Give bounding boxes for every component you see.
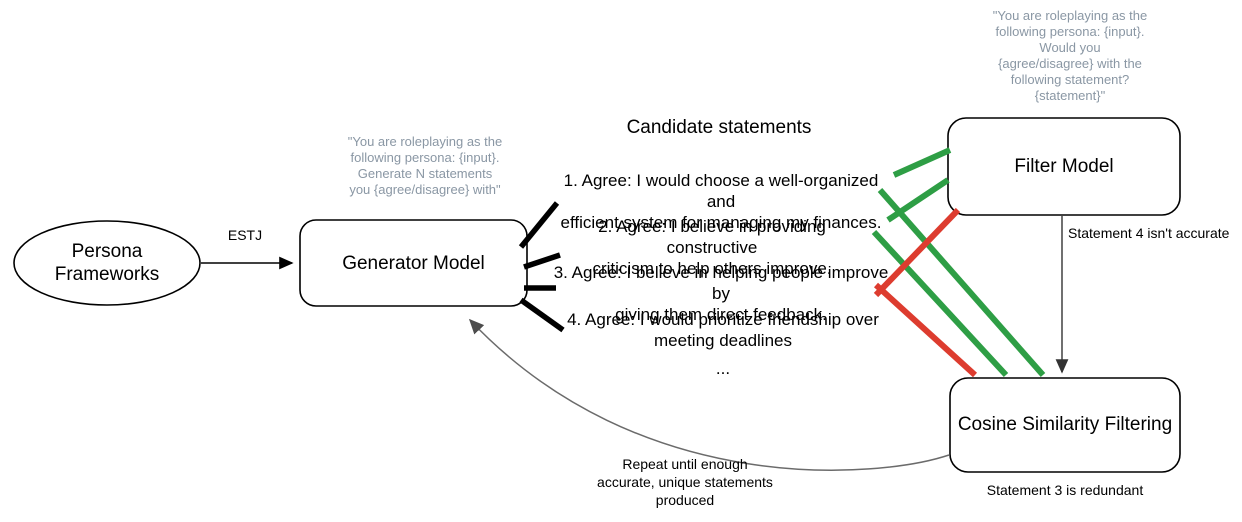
- candidate-statement-1: 1. Agree: I would choose a well-organize…: [560, 171, 882, 232]
- generator-prompt-note: "You are roleplaying as the following pe…: [347, 134, 503, 197]
- candidate-statements-ellipsis: ...: [715, 359, 731, 378]
- candidate-statement-4: 4. Agree: I would prioritize friendship …: [567, 310, 879, 350]
- candidate-statement-2: 2. Agree: I believe in providing constru…: [592, 217, 832, 278]
- edge-statement-3-to-cosine-redundant: [873, 282, 978, 378]
- edge-statement-2-to-filter-accept: [886, 177, 950, 223]
- cosine-similarity-filtering-label: Cosine Similarity Filtering: [957, 414, 1173, 435]
- edge-statement-2-to-cosine: [871, 229, 1009, 378]
- edge-statement-1-to-filter-accept: [892, 147, 952, 178]
- edge-label-estj: ESTJ: [227, 227, 263, 243]
- generator-model-label: Generator Model: [342, 253, 485, 274]
- edge-label-statement-4-not-accurate: Statement 4 isn't accurate: [1068, 225, 1230, 241]
- edge-statement-1-to-cosine: [877, 188, 1046, 377]
- candidate-statement-3: 3. Agree: I believe in helping people im…: [553, 263, 889, 324]
- persona-frameworks-label: Persona Frameworks: [54, 241, 160, 285]
- candidate-statements-title: Candidate statements: [626, 117, 812, 138]
- edge-label-repeat-loop: Repeat until enough accurate, unique sta…: [597, 456, 773, 508]
- filter-model-label: Filter Model: [1014, 156, 1114, 177]
- filter-prompt-note: "You are roleplaying as the following pe…: [992, 8, 1148, 103]
- cosine-redundant-caption: Statement 3 is redundant: [986, 482, 1144, 498]
